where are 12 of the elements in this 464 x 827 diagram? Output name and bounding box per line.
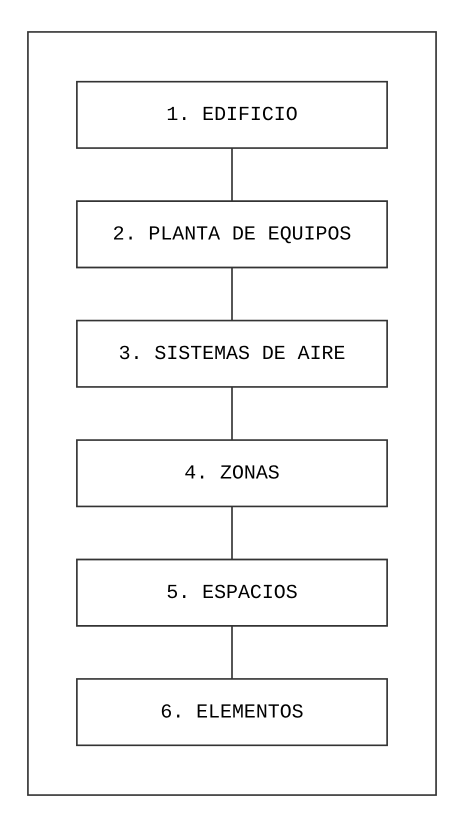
node-box: 2. PLANTA DE EQUIPOS (76, 200, 388, 268)
node-box: 5. ESPACIOS (76, 558, 388, 627)
node-box: 1. EDIFICIO (76, 80, 388, 149)
connector (231, 387, 233, 440)
cluster (27, 31, 437, 796)
node-box: 3. SISTEMAS DE AIRE (76, 320, 388, 388)
node-box: 4. ZONAS (76, 439, 388, 508)
connector (231, 626, 233, 679)
connector (231, 506, 233, 560)
connector (231, 268, 233, 320)
connector (231, 148, 233, 201)
node-box: 6. ELEMENTOS (76, 678, 388, 746)
